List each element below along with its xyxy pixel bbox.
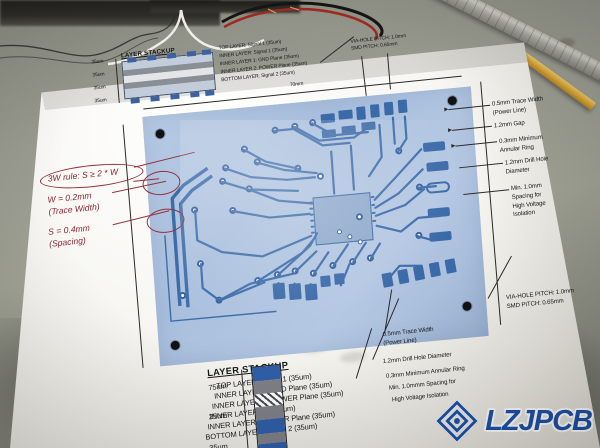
board-left-dim-line bbox=[122, 124, 144, 368]
top-callout-leader-2 bbox=[361, 56, 367, 96]
top-stackup-thickness-2: 35um bbox=[93, 84, 106, 92]
bottom-callout-1: 1.2mm Drill Hole Diameter bbox=[382, 351, 452, 366]
bottom-callout-0: 0.5mm Trace Width (Power Line) bbox=[382, 325, 434, 347]
board-width-label: 70mm bbox=[289, 80, 304, 89]
right-callout-3: 1.2mm Drill Hole Diameter bbox=[504, 155, 549, 176]
black-wire-pair-icon bbox=[221, 1, 384, 38]
right-callout-1: 1.2mm Gap bbox=[493, 119, 525, 130]
right-callout-4: Min. 1.0mm Spacing for High Voltage Isol… bbox=[510, 181, 546, 219]
top-stackup-dim-axis bbox=[115, 58, 120, 103]
top-callout-leader-1 bbox=[319, 36, 354, 63]
pcb-traces bbox=[164, 115, 442, 322]
black-wire-icon bbox=[0, 33, 151, 57]
right-arrow-2 bbox=[451, 143, 456, 148]
bottom-stackup-thickness-2: 35um bbox=[208, 441, 228, 448]
bottom-right-callout: VIA-HOLE PITCH: 1.0mm SMD PITCH: 0.65mm bbox=[505, 287, 575, 310]
top-stackup-thickness-3: 35um bbox=[94, 97, 107, 105]
red-wire-icon bbox=[223, 7, 378, 41]
right-callout-0: 0.5mm Trace Width (Power Line) bbox=[491, 95, 544, 117]
bottom-right-leader bbox=[487, 255, 512, 299]
document-content: LAYER STACKUP 35um 35um bbox=[28, 0, 598, 448]
brand-logo: LZJPCB bbox=[436, 400, 593, 442]
top-callout-via-smd-pitch: VIA-HOLE PITCH: 1.0mm SMD PITCH: 0.65mm bbox=[350, 33, 407, 52]
red-annotation-trace-width: W = 0.2mm (Trace Width) bbox=[47, 190, 100, 217]
top-layer-stackup-diagram: LAYER STACKUP bbox=[121, 43, 217, 104]
top-stackup-thickness-0: 35um bbox=[91, 58, 104, 66]
right-arrow-0 bbox=[444, 107, 449, 112]
right-arrow-1 bbox=[447, 127, 453, 133]
lzjpcb-wordmark: LZJPCB bbox=[485, 404, 593, 437]
top-stackup-thickness-1: 35um bbox=[92, 71, 105, 79]
top-stackup-block bbox=[121, 49, 217, 104]
desk-stain bbox=[559, 38, 575, 47]
lzjpcb-diamond-icon bbox=[436, 400, 479, 442]
red-annotation-spacing: S = 0.4mm (Spacing) bbox=[47, 222, 91, 249]
pcb-board bbox=[142, 86, 489, 367]
bottom-stackup-thickness-0: 75um bbox=[208, 381, 228, 393]
desk-dark-background-2 bbox=[150, 0, 300, 13]
bottom-stackup-thickness-1: 25um bbox=[208, 410, 228, 422]
right-callout-2: 0.3mm Minimum Annular Ring bbox=[498, 133, 543, 154]
